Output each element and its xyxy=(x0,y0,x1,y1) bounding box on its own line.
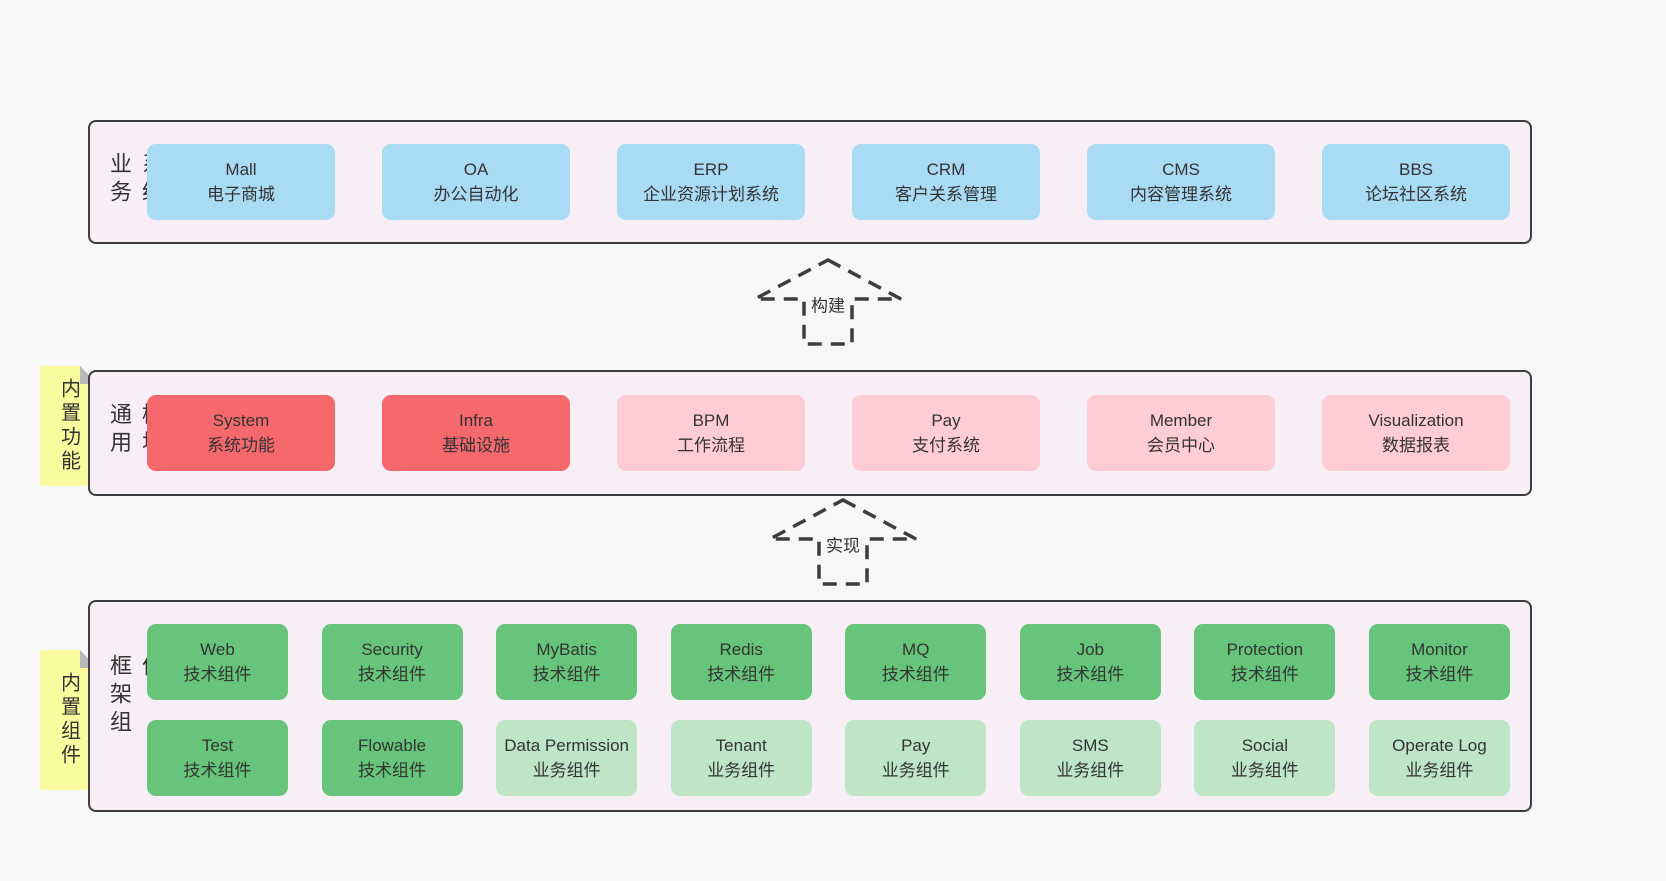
node-title: Redis xyxy=(719,639,763,659)
node-sms: SMS 业务组件 xyxy=(1019,720,1161,796)
band-row: Test 技术组件 Flowable 技术组件 Data Permission … xyxy=(147,720,1510,796)
node-infra: Infra 基础设施 xyxy=(382,395,570,471)
node-social: Social 业务组件 xyxy=(1194,720,1336,796)
node-subtitle: 业务组件 xyxy=(1056,761,1125,780)
node-title: Monitor xyxy=(1411,639,1468,659)
node-subtitle: 客户关系管理 xyxy=(895,185,997,204)
dashed-up-arrow-icon xyxy=(754,258,902,346)
node-protection: Protection 技术组件 xyxy=(1194,624,1336,700)
node-security: Security 技术组件 xyxy=(321,624,463,700)
band-common-modules: 通用模块 System 系统功能 Infra 基础设施 BPM 工作流程 Pay… xyxy=(88,370,1532,496)
node-redis: Redis 技术组件 xyxy=(670,624,812,700)
node-title: SMS xyxy=(1071,735,1109,755)
node-subtitle: 办公自动化 xyxy=(433,185,519,204)
node-monitor: Monitor 技术组件 xyxy=(1368,624,1510,700)
node-subtitle: 工作流程 xyxy=(677,436,745,455)
node-subtitle: 业务组件 xyxy=(881,761,950,780)
node-title: Member xyxy=(1149,410,1213,430)
node-subtitle: 技术组件 xyxy=(532,665,601,684)
node-tenant: Tenant 业务组件 xyxy=(670,720,812,796)
node-subtitle: 支付系统 xyxy=(912,436,980,455)
arrow-implement: 实现 xyxy=(768,498,918,586)
node-subtitle: 技术组件 xyxy=(1056,665,1125,684)
node-title: Tenant xyxy=(715,735,767,755)
node-title: Test xyxy=(201,735,234,755)
node-title: Web xyxy=(200,639,235,659)
dashed-up-arrow-icon xyxy=(769,498,917,586)
node-pay-component: Pay 业务组件 xyxy=(845,720,987,796)
node-member: Member 会员中心 xyxy=(1087,395,1275,471)
node-subtitle: 技术组件 xyxy=(183,761,252,780)
node-flowable: Flowable 技术组件 xyxy=(321,720,463,796)
node-subtitle: 技术组件 xyxy=(1405,665,1474,684)
node-title: Mall xyxy=(225,159,257,179)
node-title: Social xyxy=(1241,735,1289,755)
node-subtitle: 会员中心 xyxy=(1147,436,1215,455)
node-title: Infra xyxy=(458,410,494,430)
node-title: CMS xyxy=(1162,159,1200,179)
sticky-label: 内置组件 xyxy=(57,672,80,768)
node-bbs: BBS 论坛社区系统 xyxy=(1322,144,1510,220)
node-mybatis: MyBatis 技术组件 xyxy=(496,624,638,700)
node-title: Visualization xyxy=(1368,410,1464,430)
node-cms: CMS 内容管理系统 xyxy=(1087,144,1275,220)
node-title: Protection xyxy=(1226,639,1304,659)
node-subtitle: 企业资源计划系统 xyxy=(643,185,779,204)
node-subtitle: 数据报表 xyxy=(1382,436,1450,455)
node-title: Pay xyxy=(931,410,961,430)
node-title: Flowable xyxy=(358,735,427,755)
node-pay-system: Pay 支付系统 xyxy=(852,395,1040,471)
node-bpm: BPM 工作流程 xyxy=(617,395,805,471)
node-title: BPM xyxy=(692,410,730,430)
node-subtitle: 技术组件 xyxy=(183,665,252,684)
node-subtitle: 技术组件 xyxy=(707,665,776,684)
node-oa: OA 办公自动化 xyxy=(382,144,570,220)
node-erp: ERP 企业资源计划系统 xyxy=(617,144,805,220)
node-subtitle: 论坛社区系统 xyxy=(1365,185,1467,204)
node-mall: Mall 电子商城 xyxy=(147,144,335,220)
node-crm: CRM 客户关系管理 xyxy=(852,144,1040,220)
node-job: Job 技术组件 xyxy=(1019,624,1161,700)
node-subtitle: 技术组件 xyxy=(358,761,427,780)
node-title: System xyxy=(212,410,270,430)
node-title: OA xyxy=(463,159,489,179)
node-title: Operate Log xyxy=(1392,735,1487,755)
node-title: Pay xyxy=(901,735,931,755)
node-subtitle: 技术组件 xyxy=(881,665,950,684)
sticky-label: 内置功能 xyxy=(57,378,80,474)
band-business-systems: 业务系统 Mall 电子商城 OA 办公自动化 ERP 企业资源计划系统 CRM… xyxy=(88,120,1532,244)
node-subtitle: 业务组件 xyxy=(532,761,601,780)
node-title: Security xyxy=(361,639,423,659)
node-subtitle: 电子商城 xyxy=(207,185,275,204)
band-row: System 系统功能 Infra 基础设施 BPM 工作流程 Pay 支付系统… xyxy=(147,395,1510,471)
node-subtitle: 业务组件 xyxy=(1405,761,1474,780)
node-subtitle: 业务组件 xyxy=(1230,761,1299,780)
node-title: ERP xyxy=(693,159,729,179)
node-operate-log: Operate Log 业务组件 xyxy=(1368,720,1510,796)
node-subtitle: 技术组件 xyxy=(358,665,427,684)
arrow-build: 构建 xyxy=(753,258,903,346)
node-system: System 系统功能 xyxy=(147,395,335,471)
band-framework-components: 框架组件 Web 技术组件 Security 技术组件 MyBatis 技术组件… xyxy=(88,600,1532,812)
node-title: MyBatis xyxy=(536,639,597,659)
band-row: Mall 电子商城 OA 办公自动化 ERP 企业资源计划系统 CRM 客户关系… xyxy=(147,144,1510,220)
node-subtitle: 技术组件 xyxy=(1230,665,1299,684)
node-title: Job xyxy=(1076,639,1105,659)
node-web: Web 技术组件 xyxy=(147,624,288,700)
node-data-permission: Data Permission 业务组件 xyxy=(496,720,638,796)
node-title: CRM xyxy=(926,159,966,179)
node-visualization: Visualization 数据报表 xyxy=(1322,395,1510,471)
node-title: Data Permission xyxy=(504,735,629,755)
node-subtitle: 业务组件 xyxy=(707,761,776,780)
node-subtitle: 系统功能 xyxy=(207,436,275,455)
node-subtitle: 基础设施 xyxy=(442,436,510,455)
node-mq: MQ 技术组件 xyxy=(845,624,987,700)
node-subtitle: 内容管理系统 xyxy=(1130,185,1232,204)
node-title: MQ xyxy=(902,639,930,659)
arrow-label: 实现 xyxy=(822,530,864,558)
band-row: Web 技术组件 Security 技术组件 MyBatis 技术组件 Redi… xyxy=(147,624,1510,700)
arrow-label: 构建 xyxy=(807,290,849,318)
node-title: BBS xyxy=(1398,159,1434,179)
node-test: Test 技术组件 xyxy=(147,720,288,796)
